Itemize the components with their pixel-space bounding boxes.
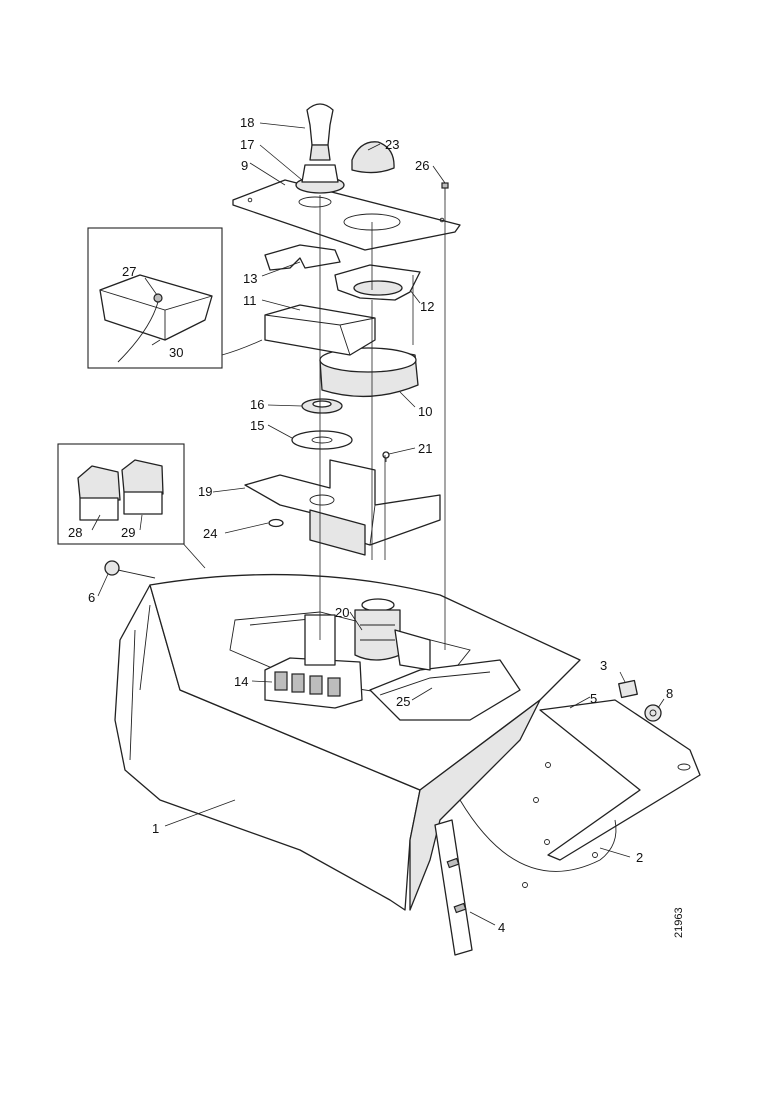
washer-15 xyxy=(291,430,353,450)
callout-29: 29 xyxy=(121,525,135,540)
callout-23: 23 xyxy=(385,137,399,152)
motor xyxy=(354,598,431,671)
cover-plate xyxy=(232,179,461,251)
callout-labels: 1 2 3 4 5 6 8 9 10 11 12 13 14 15 16 17 … xyxy=(68,115,673,935)
callout-20: 20 xyxy=(335,605,349,620)
rod xyxy=(179,539,206,569)
callout-30: 30 xyxy=(169,345,183,360)
callout-3: 3 xyxy=(600,658,607,673)
washer-24 xyxy=(268,518,284,528)
callout-12: 12 xyxy=(420,299,434,314)
console-housing xyxy=(114,573,581,911)
boot-17 xyxy=(295,164,345,194)
plate-2 xyxy=(459,699,701,888)
callout-18: 18 xyxy=(240,115,254,130)
callout-10: 10 xyxy=(418,404,432,419)
callout-6: 6 xyxy=(88,590,95,605)
assembly-axes xyxy=(319,195,446,650)
screw-26 xyxy=(441,182,449,200)
bracket xyxy=(244,459,441,556)
clip-3 xyxy=(618,679,638,699)
callout-5: 5 xyxy=(590,691,597,706)
callout-28: 28 xyxy=(68,525,82,540)
callout-1: 1 xyxy=(152,821,159,836)
callout-24: 24 xyxy=(203,526,217,541)
callout-13: 13 xyxy=(243,271,257,286)
rail-4 xyxy=(434,819,473,956)
switch-block xyxy=(264,614,363,709)
callout-26: 26 xyxy=(415,158,429,173)
joystick-knob xyxy=(306,103,334,161)
shroud-10 xyxy=(319,347,419,398)
leader-lines xyxy=(91,122,665,926)
inset-box-switches xyxy=(57,443,185,545)
callout-15: 15 xyxy=(250,418,264,433)
callout-25: 25 xyxy=(396,694,410,709)
callout-16: 16 xyxy=(250,397,264,412)
callout-21: 21 xyxy=(418,441,432,456)
callout-9: 9 xyxy=(241,158,248,173)
drawing-reference-number: 21963 xyxy=(673,907,685,938)
callout-14: 14 xyxy=(234,674,248,689)
screw-21 xyxy=(382,451,390,462)
callout-27: 27 xyxy=(122,264,136,279)
cap-23 xyxy=(351,141,395,174)
callout-19: 19 xyxy=(198,484,212,499)
seal-12 xyxy=(334,264,421,301)
callout-2: 2 xyxy=(636,850,643,865)
bolt-6 xyxy=(104,560,156,579)
inset-box-bracket xyxy=(87,227,223,369)
callout-17: 17 xyxy=(240,137,254,152)
nut-8 xyxy=(644,704,662,722)
bearing-16 xyxy=(301,398,343,414)
callout-11: 11 xyxy=(243,293,257,308)
cable-30 xyxy=(221,339,263,356)
callout-4: 4 xyxy=(498,920,505,935)
callout-8: 8 xyxy=(666,686,673,701)
gasket-13 xyxy=(264,244,341,271)
